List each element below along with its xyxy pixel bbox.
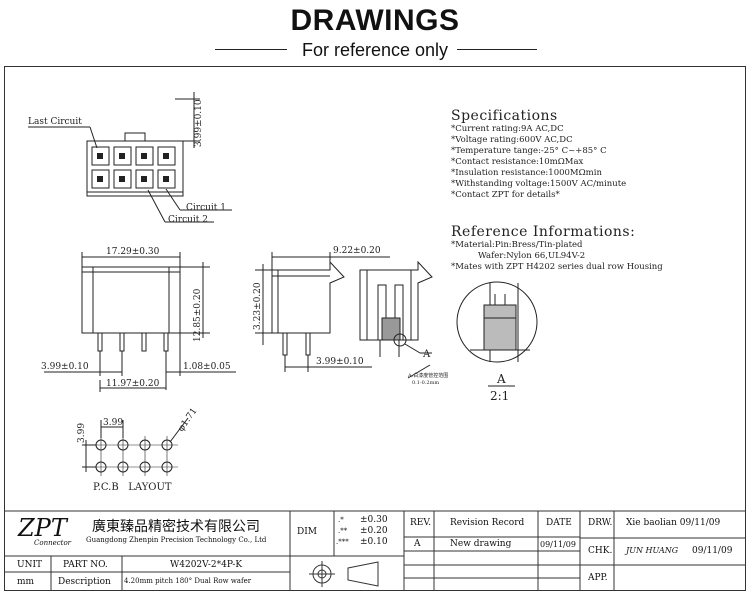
app-label: APP.: [588, 573, 608, 583]
circuit-2-label: Circuit 2: [168, 215, 208, 225]
date-value: 09/11/09: [540, 540, 576, 549]
reference-line: *Mates with ZPT H4202 series dual row Ho…: [451, 262, 663, 272]
tol-value-1: ±0.30: [360, 515, 388, 525]
title-block-grid: [5, 510, 745, 591]
spec-line: *Contact ZPT for details*: [451, 190, 560, 200]
spec-line: *Voltage rating:600V AC,DC: [451, 135, 573, 145]
cavity-grid: [91, 146, 176, 189]
circuit-1-label: Circuit 1: [186, 203, 226, 213]
subtitle-rule-right: [457, 49, 537, 50]
detail-a-view: [456, 281, 538, 387]
description-label: Description: [58, 577, 111, 587]
drw-value: Xie baolian 09/11/09: [626, 518, 721, 528]
detail-label: A: [496, 372, 506, 386]
date-label: DATE: [546, 518, 572, 528]
drawing-frame: [4, 66, 746, 591]
company-name-cn: 廣東臻品精密技术有限公司: [92, 519, 260, 535]
side-view: [44, 252, 236, 392]
company-logo-sub: Connector: [34, 539, 72, 547]
dim-top-height: 3.99±0.10: [194, 99, 204, 147]
description-value: 4.20mm pitch 180° Dual Row wafer: [124, 577, 252, 585]
reference-line: *Material:Pin:Bress/Tin-plated: [451, 240, 583, 250]
specifications-block: Specifications *Current rating:9A AC,DC …: [451, 108, 626, 201]
spec-line: *Insulation resistance:1000MΩmin: [451, 168, 602, 178]
part-no-value: W4202V-2*4P-K: [170, 560, 243, 570]
section-a-label: A: [422, 349, 431, 360]
dim-side-width: 9.22±0.20: [333, 246, 381, 256]
spec-line: *Withstanding voltage:1500V AC/minute: [451, 179, 627, 189]
section-note-1: A:白漆度管控范围: [407, 372, 448, 379]
pcb-pitch-y: 3.99: [77, 423, 87, 443]
rev-value: A: [414, 539, 421, 549]
pcb-layout: [82, 417, 189, 476]
rev-label: REV.: [410, 518, 432, 528]
chk-label: CHK.: [588, 546, 613, 556]
part-no-label: PART NO.: [63, 560, 108, 570]
revision-value: New drawing: [450, 539, 512, 549]
spec-line: *Temperature tange:-25° C~+85° C: [451, 146, 607, 156]
unit-value: mm: [17, 577, 35, 587]
last-circuit-label: Last Circuit: [28, 117, 82, 127]
spec-line: *Current rating:9A AC,DC: [451, 124, 564, 134]
company-logo: ZPT: [18, 514, 67, 542]
dim-label: DIM: [297, 527, 317, 537]
pcb-layout-label: P.C.B LAYOUT: [93, 482, 172, 493]
revision-record-label: Revision Record: [450, 518, 525, 528]
subtitle-rule-left: [215, 49, 287, 50]
tol-sym-2: .**: [338, 527, 348, 535]
reference-line: Wafer:Nylon 66,UL94V-2: [451, 251, 586, 261]
dim-side-height: 3.23±0.20: [253, 282, 263, 330]
reference-block: Reference Informations: *Material:Pin:Br…: [451, 224, 663, 273]
chk-date: 09/11/09: [692, 546, 733, 556]
front-view: [28, 92, 232, 223]
page-subtitle: For reference only: [301, 40, 449, 60]
section-note-2: 0.1-0.2mm: [412, 380, 439, 386]
reference-title: Reference Informations:: [451, 224, 636, 240]
tol-value-3: ±0.10: [360, 537, 388, 547]
detail-scale: 2:1: [490, 389, 509, 403]
unit-label: UNIT: [17, 560, 43, 570]
dim-width: 17.29±0.30: [106, 247, 160, 257]
dim-pin-span: 11.97±0.20: [106, 379, 160, 389]
dim-height: 12.85±0.20: [193, 288, 203, 342]
specifications-title: Specifications: [451, 108, 558, 124]
tol-value-2: ±0.20: [360, 526, 388, 536]
end-view: [255, 252, 390, 372]
pcb-pitch-x: 3.99: [103, 418, 123, 428]
section-view: [359, 260, 433, 379]
company-name-en: Guangdong Zhenpin Precision Technology C…: [86, 536, 267, 544]
chk-signature: JUN HUANG: [626, 546, 679, 555]
dim-side-pitch: 3.99±0.10: [316, 357, 364, 367]
spec-line: *Contact resistance:10mΩMax: [451, 157, 584, 167]
tol-sym-1: .*: [338, 516, 344, 524]
pcb-hole-dia: φ1.71: [176, 406, 199, 433]
drw-label: DRW.: [588, 518, 613, 528]
dim-edge-right: 1.08±0.05: [183, 362, 231, 372]
dim-pitch-left: 3.99±0.10: [41, 362, 89, 372]
tol-sym-3: .***: [336, 538, 349, 546]
page-title: DRAWINGS: [290, 4, 460, 37]
